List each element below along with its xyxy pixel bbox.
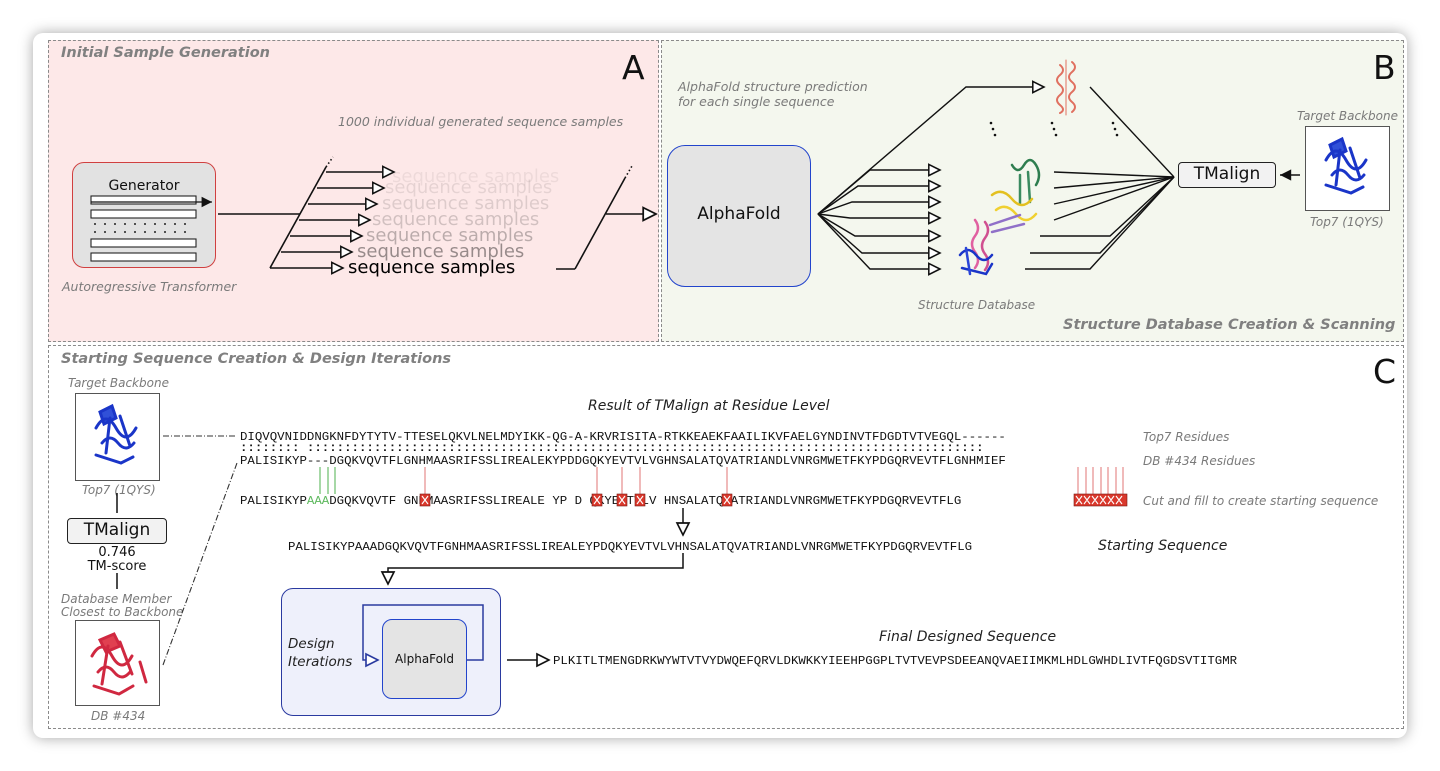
sampled-protein-top [1056, 59, 1076, 116]
panel-c-letter: C [1373, 352, 1397, 391]
prediction-caption-2: for each single sequence [678, 94, 835, 109]
db-member-line2: Closest to Backbone [61, 605, 184, 619]
generator-dots [94, 223, 186, 233]
top7-protein-c [94, 403, 138, 465]
collect-lines [556, 165, 656, 270]
alphafold-box [667, 145, 811, 287]
database-to-tmalign [1025, 86, 1175, 270]
residue-title: Result of TMalign at Residue Level [588, 398, 830, 414]
panel-b-title: Structure Database Creation & Scanning [1063, 317, 1396, 333]
start-to-design-arrow [388, 553, 684, 584]
top7-protein-b [1324, 136, 1368, 195]
target-backbone-frame-c [75, 393, 160, 481]
panel-c [48, 345, 1404, 729]
final-sequence: PLKITLTMENGDRKWYWTVTVYDWQEFQRVLDKWKKYIEE… [553, 654, 1238, 668]
db434-protein [90, 632, 148, 696]
cut-fill-fill: AAA [306, 494, 330, 508]
target-backbone-label-b: Target Backbone [1297, 109, 1398, 123]
cut-fill-part5: D [574, 494, 583, 508]
target-backbone-frame-b [1305, 126, 1390, 211]
samples-caption: 1000 individual generated sequence sampl… [338, 114, 624, 129]
design-label-2: Iterations [288, 654, 353, 670]
design-loop-arrow [362, 604, 484, 660]
db-residues-label: DB #434 Residues [1143, 454, 1256, 468]
cut-guide-lines [424, 467, 1124, 494]
panel-b-letter: B [1373, 48, 1396, 87]
tm-score-value: 0.746 [98, 545, 136, 560]
cut-fill-part7: HNSALATQVATRIANDLVNRGMWETFKYPDGQRVEVTFLG [663, 494, 962, 508]
db434-sequence: PALISIKYP---DGQKVQVTFLGNHMAASRIFSSLIREAL… [240, 454, 1006, 468]
sample-label-faded-2: sequence samples [357, 241, 525, 262]
generator-rows [90, 195, 197, 262]
target-name-c: Top7 (1QYS) [82, 483, 156, 497]
prediction-caption-1: AlphaFold structure prediction [678, 79, 868, 94]
cut-fill-label: Cut and fill to create starting sequence [1143, 494, 1379, 508]
panel-c-title: Starting Sequence Creation & Design Iter… [61, 351, 452, 367]
design-label-1: Design [288, 636, 335, 652]
sample-label-faded-6: sequence samples [385, 177, 553, 198]
cut-marker-crosses [421, 495, 1123, 505]
cut-fill-part1: PALISIKYP [240, 494, 307, 508]
structure-database-cluster [958, 158, 1041, 276]
tmalign-box-c: TMalign [67, 518, 167, 544]
top7-residues-label: Top7 Residues [1143, 430, 1230, 444]
match-line: :::::::: :::::::::::::::::::::::::::::::… [240, 441, 984, 455]
fill-guide-lines [319, 467, 336, 494]
alphafold-inner-box [382, 619, 467, 699]
generator-label: Generator [108, 178, 180, 194]
cut-fill-part2: DGQKVQVTF [329, 494, 397, 508]
db-name: DB #434 [91, 709, 146, 723]
cut-markers [419, 493, 1128, 507]
alphafold-fanout [817, 87, 1044, 269]
database-caption: Structure Database [918, 298, 1036, 312]
target-name-b: Top7 (1QYS) [1310, 215, 1384, 229]
tmalign-box-b: TMalign [1178, 162, 1276, 188]
sample-label-faded-3: sequence samples [366, 225, 534, 246]
top7-sequence: DIQVQVNIDDNGKNFDYTYTV-TTESELQKVLNELMDYIK… [240, 430, 1006, 444]
cut-fill-part4: YP [552, 494, 568, 508]
starting-label: Starting Sequence [1098, 538, 1228, 554]
final-title: Final Designed Sequence [879, 629, 1057, 645]
target-backbone-label-c: Target Backbone [68, 376, 169, 390]
fan-diagonal [269, 156, 334, 269]
sample-label-main: sequence samples [348, 257, 516, 278]
alphafold-inner-label: AlphaFold [395, 652, 454, 666]
db-member-line1: Database Member [61, 592, 172, 606]
sample-label-faded-7: sequence samples [392, 166, 560, 187]
vertical-ellipsis-dots [989, 121, 1119, 137]
fan-arrows [270, 172, 394, 268]
db-connector [162, 462, 238, 666]
starting-sequence: PALISIKYPAAADGQKVQVTFGNHMAASRIFSSLIREALE… [288, 540, 973, 554]
sample-label-faded-4: sequence samples [372, 209, 540, 230]
panel-a-title: Initial Sample Generation [61, 45, 270, 61]
tm-score-label: TM-score [87, 559, 147, 574]
alphafold-label: AlphaFold [697, 204, 781, 224]
panel-a-letter: A [622, 48, 645, 87]
sample-label-faded-5: sequence samples [382, 193, 550, 214]
generator-caption: Autoregressive Transformer [62, 279, 237, 294]
cut-fill-sequence: PALISIKYPAAADGQKVQVTFXGNHMAASRIFSSLIREAL… [240, 494, 962, 508]
cut-fill-part3: GNHMAASRIFSSLIREALE [403, 494, 545, 508]
